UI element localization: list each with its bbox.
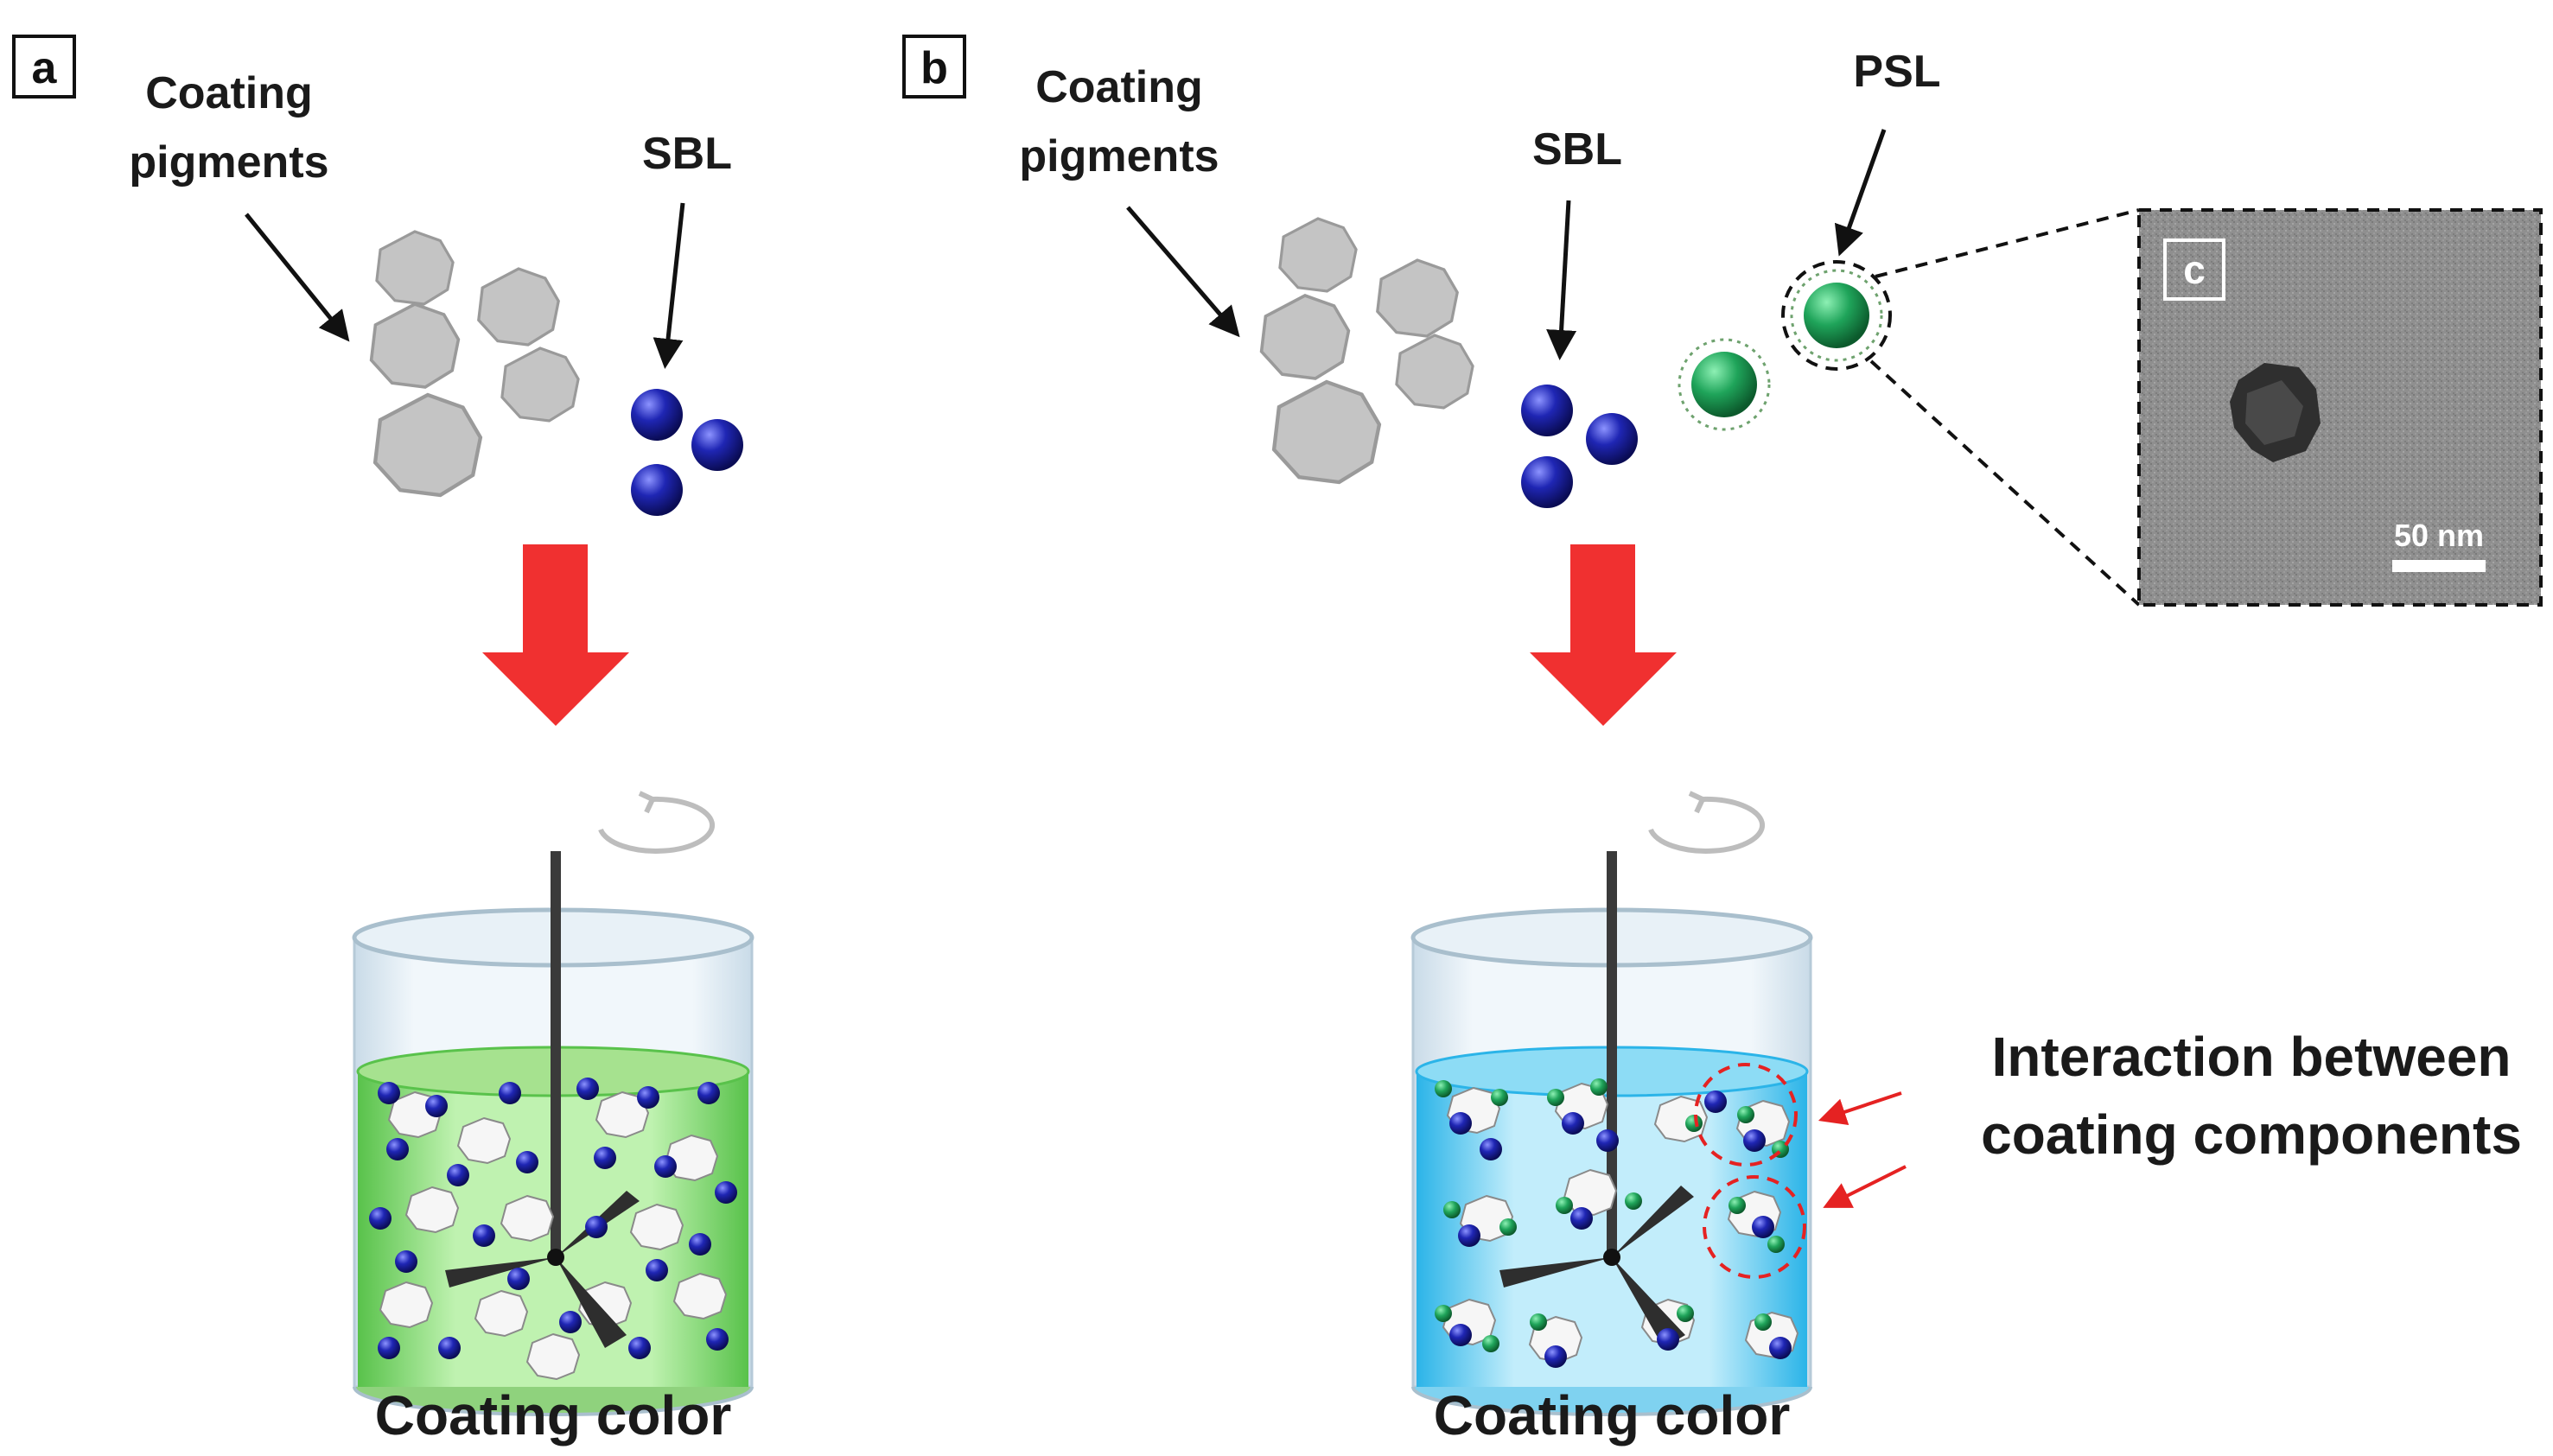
panel-c: c 50 nm [2137,208,2543,607]
panel-b: b Coating pigments SBL PSL [902,35,2522,1446]
panel-b-pigment-cluster [1259,217,1474,482]
panel-b-sbl-pointer [1546,200,1577,360]
panel-a-pigments-pointer [245,213,350,342]
panel-b-psl-particle-2 [1781,260,1892,371]
panel-b-pigments-label-1: Coating [1035,62,1203,112]
panel-c-letter: c [2183,247,2206,292]
panel-b-pigments-pointer [1126,206,1240,338]
panel-a-beaker [352,791,754,1416]
panel-b-letter: b [920,43,948,93]
panel-c-letter-box [2163,238,2225,301]
panel-a-sbl-label: SBL [642,129,732,179]
panel-b-sbl-particles [1521,385,1638,508]
panel-b-highlight-circle-1 [1694,1063,1798,1167]
panel-b-beaker [1410,791,1813,1416]
panel-a: a Coating pigments SBL [12,35,754,1446]
panel-c-image [2139,210,2541,605]
panel-a-pigments-label-2: pigments [129,137,328,188]
panel-b-psl-particle-1 [1678,338,1771,431]
panel-b-interaction-pointer-2 [1823,1165,1907,1208]
panel-a-pigment-cluster [369,230,580,495]
panel-a-mix-arrow [482,544,629,726]
panel-b-psl-label: PSL [1853,47,1940,97]
panel-c-particle [2230,363,2321,462]
panel-b-sbl-label: SBL [1532,124,1622,175]
panel-b-interaction-pointer-1 [1818,1091,1902,1126]
panel-c-zoom-line-top [1875,208,2140,278]
panel-a-letter: a [32,43,58,93]
panel-b-interaction-label-2: coating components [1981,1103,2522,1166]
panel-c-scale-label: 50 nm [2394,518,2484,553]
panel-a-pigments-label-1: Coating [145,68,313,118]
panel-a-result-label: Coating color [375,1384,731,1446]
panel-b-letter-box [902,35,966,99]
panel-b-psl-in-beaker [1435,1078,1789,1352]
panel-a-sbl-particles [631,389,743,516]
panel-a-sbl-pointer [653,202,685,369]
panel-b-sbl-in-beaker [1449,1090,1792,1368]
panel-c-scale-bar [2392,560,2486,572]
panel-b-mix-arrow [1530,544,1677,726]
panel-b-highlight-circle-2 [1703,1175,1806,1279]
panel-b-result-label: Coating color [1434,1384,1790,1446]
panel-b-psl-pointer [1834,129,1887,257]
panel-c-zoom-line-bottom [1869,359,2141,607]
panel-b-interaction-label-1: Interaction between [1992,1026,2512,1088]
panel-b-pigments-label-2: pigments [1019,131,1219,181]
panel-a-sbl-in-beaker [369,1078,737,1359]
panel-a-letter-box [12,35,76,99]
panel-b-psl-zoom-circle [1781,260,1892,371]
